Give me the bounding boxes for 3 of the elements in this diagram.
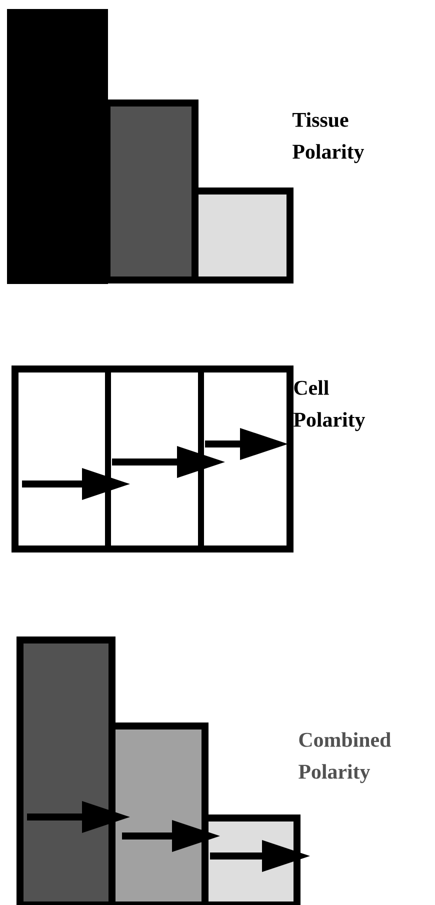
panel-label: Cell Polarity <box>294 380 366 432</box>
panel-label: Tissue Polarity <box>292 112 364 164</box>
panel-label: Combined Polarity <box>298 732 391 784</box>
